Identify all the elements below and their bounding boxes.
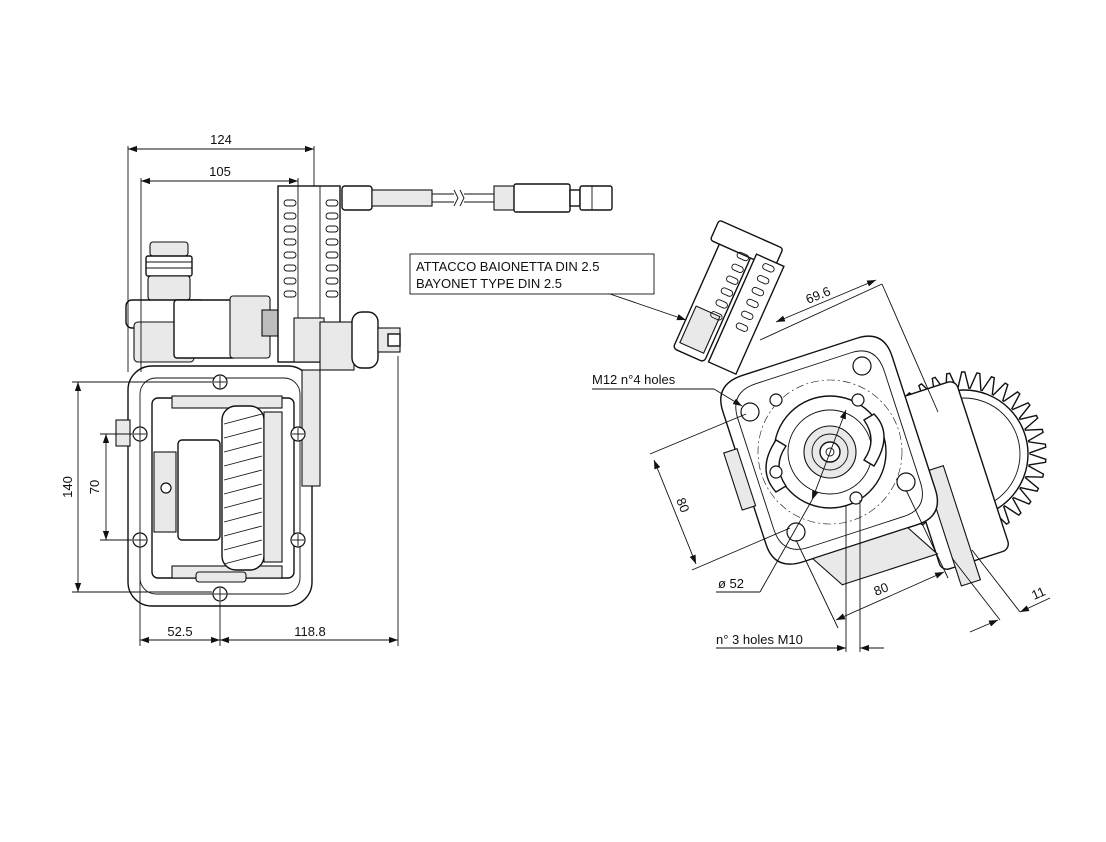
m10-holes-label: n° 3 holes M10 xyxy=(716,632,803,647)
side-cable-springs xyxy=(710,251,775,332)
m10-callout: n° 3 holes M10 xyxy=(716,500,884,652)
dimension-70: 70 xyxy=(87,433,132,541)
callout-line-1: ATTACCO BAIONETTA DIN 2.5 xyxy=(416,259,599,274)
bayonet-callout: ATTACCO BAIONETTA DIN 2.5 BAYONET TYPE D… xyxy=(409,253,687,321)
dim-80-bottom-label: 80 xyxy=(872,579,891,598)
diameter-52: ø 52 xyxy=(716,409,847,593)
output-shaft xyxy=(319,311,401,371)
side-view: ATTACCO BAIONETTA DIN 2.5 BAYONET TYPE D… xyxy=(409,220,1051,652)
dim-118-8-label: 118.8 xyxy=(294,624,326,639)
dim-105-label: 105 xyxy=(209,164,231,179)
m12-callout: M12 n°4 holes xyxy=(592,372,743,407)
dimension-124: 124 xyxy=(127,132,315,372)
cable-springs xyxy=(283,199,339,298)
dim-11-label: 11 xyxy=(1029,584,1047,603)
dim-70-label: 70 xyxy=(87,480,102,494)
dimension-118-8: 118.8 xyxy=(220,356,399,646)
diameter-52-label: ø 52 xyxy=(718,576,744,591)
dimension-11: 11 xyxy=(951,549,1051,633)
dimension-80-bottom: 80 xyxy=(795,489,949,629)
dimension-140: 140 xyxy=(60,381,212,593)
m12-holes xyxy=(740,356,916,542)
callout-line-2: BAYONET TYPE DIN 2.5 xyxy=(416,276,562,291)
dim-140-label: 140 xyxy=(60,476,75,498)
front-view: 124 105 140 70 52.5 xyxy=(60,132,613,646)
dimension-80-left: 80 xyxy=(649,413,791,571)
dim-52-5-label: 52.5 xyxy=(167,624,192,639)
dim-80-left-label: 80 xyxy=(673,496,692,515)
mounting-holes-front xyxy=(132,374,306,602)
dimension-69-6: 69.6 xyxy=(759,279,939,413)
sensor-cable xyxy=(341,183,613,213)
gear-window xyxy=(151,395,295,583)
dim-124-label: 124 xyxy=(210,132,232,147)
dim-69-6-label: 69.6 xyxy=(804,283,833,306)
bayonet-connector xyxy=(673,220,785,376)
m12-holes-label: M12 n°4 holes xyxy=(592,372,676,387)
valve-block xyxy=(173,185,341,363)
dimension-105: 105 xyxy=(140,164,299,372)
